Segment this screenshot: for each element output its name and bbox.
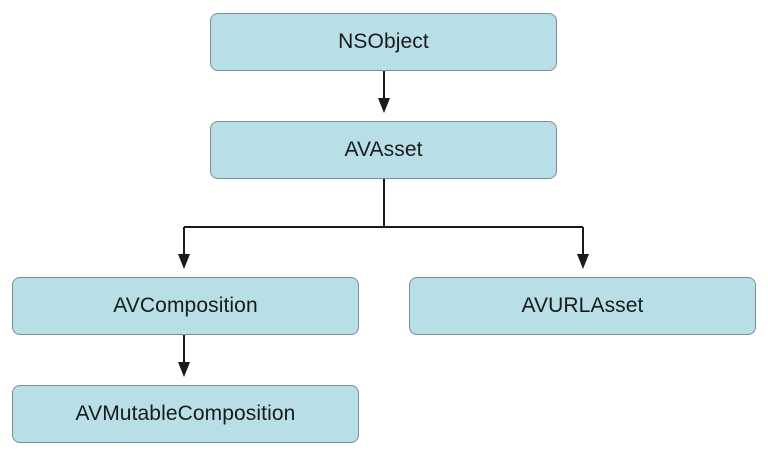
arrowhead-icon: [577, 254, 589, 269]
edge-nsobject-avasset: [378, 71, 390, 113]
node-label: AVComposition: [113, 294, 258, 317]
edge-avasset-avurlasset: [577, 227, 589, 269]
node-label: AVMutableComposition: [75, 402, 296, 425]
arrowhead-icon: [178, 254, 190, 269]
node-avurlasset: AVURLAsset: [409, 277, 756, 335]
node-nsobject: NSObject: [210, 13, 557, 71]
node-avmutablecomposition: AVMutableComposition: [12, 385, 359, 443]
edge-avasset-avcomposition: [178, 227, 190, 269]
arrowhead-icon: [378, 98, 390, 113]
edge-avasset-branch: [184, 179, 583, 228]
arrowhead-icon: [178, 362, 190, 377]
node-label: NSObject: [338, 30, 429, 53]
node-avcomposition: AVComposition: [12, 277, 359, 335]
node-label: AVURLAsset: [521, 294, 644, 317]
node-label: AVAsset: [344, 138, 423, 161]
node-avasset: AVAsset: [210, 121, 557, 179]
edge-avcomposition-avmutablecomposition: [178, 335, 190, 377]
